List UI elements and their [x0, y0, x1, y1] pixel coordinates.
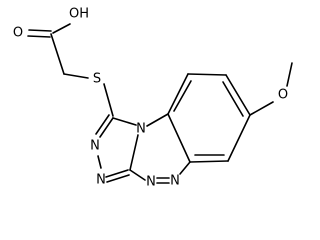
bond-c7-omethoxy: [249, 101, 274, 116]
carbonyl-o-label: O: [13, 26, 23, 41]
sulfur-label: S: [93, 72, 101, 87]
n-triazole-a-label: N: [90, 139, 100, 154]
bond-c7-c6: [227, 114, 251, 162]
bond-ch2-s: [63, 73, 89, 79]
bond-c3a-nbridge: [129, 134, 139, 171]
bond-carbonyl-ch2: [50, 33, 65, 75]
bond-c-oh: [52, 23, 71, 34]
oh-label: OH: [69, 7, 89, 22]
bond-c9-c8: [187, 73, 227, 76]
bond-c-o-double-a: [27, 35, 51, 38]
bond-c9-c9-inner: [173, 80, 192, 112]
bond-c1-nbridge: [112, 117, 137, 126]
n-triazole-b-label: N: [96, 173, 106, 188]
methoxy-o-label: O: [278, 88, 288, 103]
bond-c9a-c5a: [167, 113, 191, 163]
n-bridge-label: N: [136, 122, 146, 137]
bond-c1-n2-a: [99, 117, 114, 138]
n-tetrazine-b-label: N: [170, 174, 180, 189]
bond-c8-c7: [225, 74, 251, 116]
bond-c9a-c9: [167, 73, 189, 115]
bond-n3-c3a-b: [106, 174, 130, 183]
molecule-structure-diagram: OH O S O N N N N N: [13, 7, 293, 190]
bond-c6-c5a: [189, 160, 229, 163]
bond-n5-c5a: [179, 161, 191, 175]
bond-c1-n2-b: [95, 114, 110, 135]
bond-omethoxy-ch3: [286, 62, 293, 87]
bond-n3-c3a-a: [105, 169, 129, 178]
bond-s-c1: [103, 83, 114, 117]
bond-n2-n3: [97, 155, 102, 169]
bond-c-o-double-b: [28, 29, 52, 32]
bond-c3a-n4: [129, 169, 146, 181]
bond-c8-c7-inner: [222, 81, 244, 117]
bond-nbridge-c9a: [146, 113, 169, 127]
n-tetrazine-a-label: N: [146, 175, 156, 190]
